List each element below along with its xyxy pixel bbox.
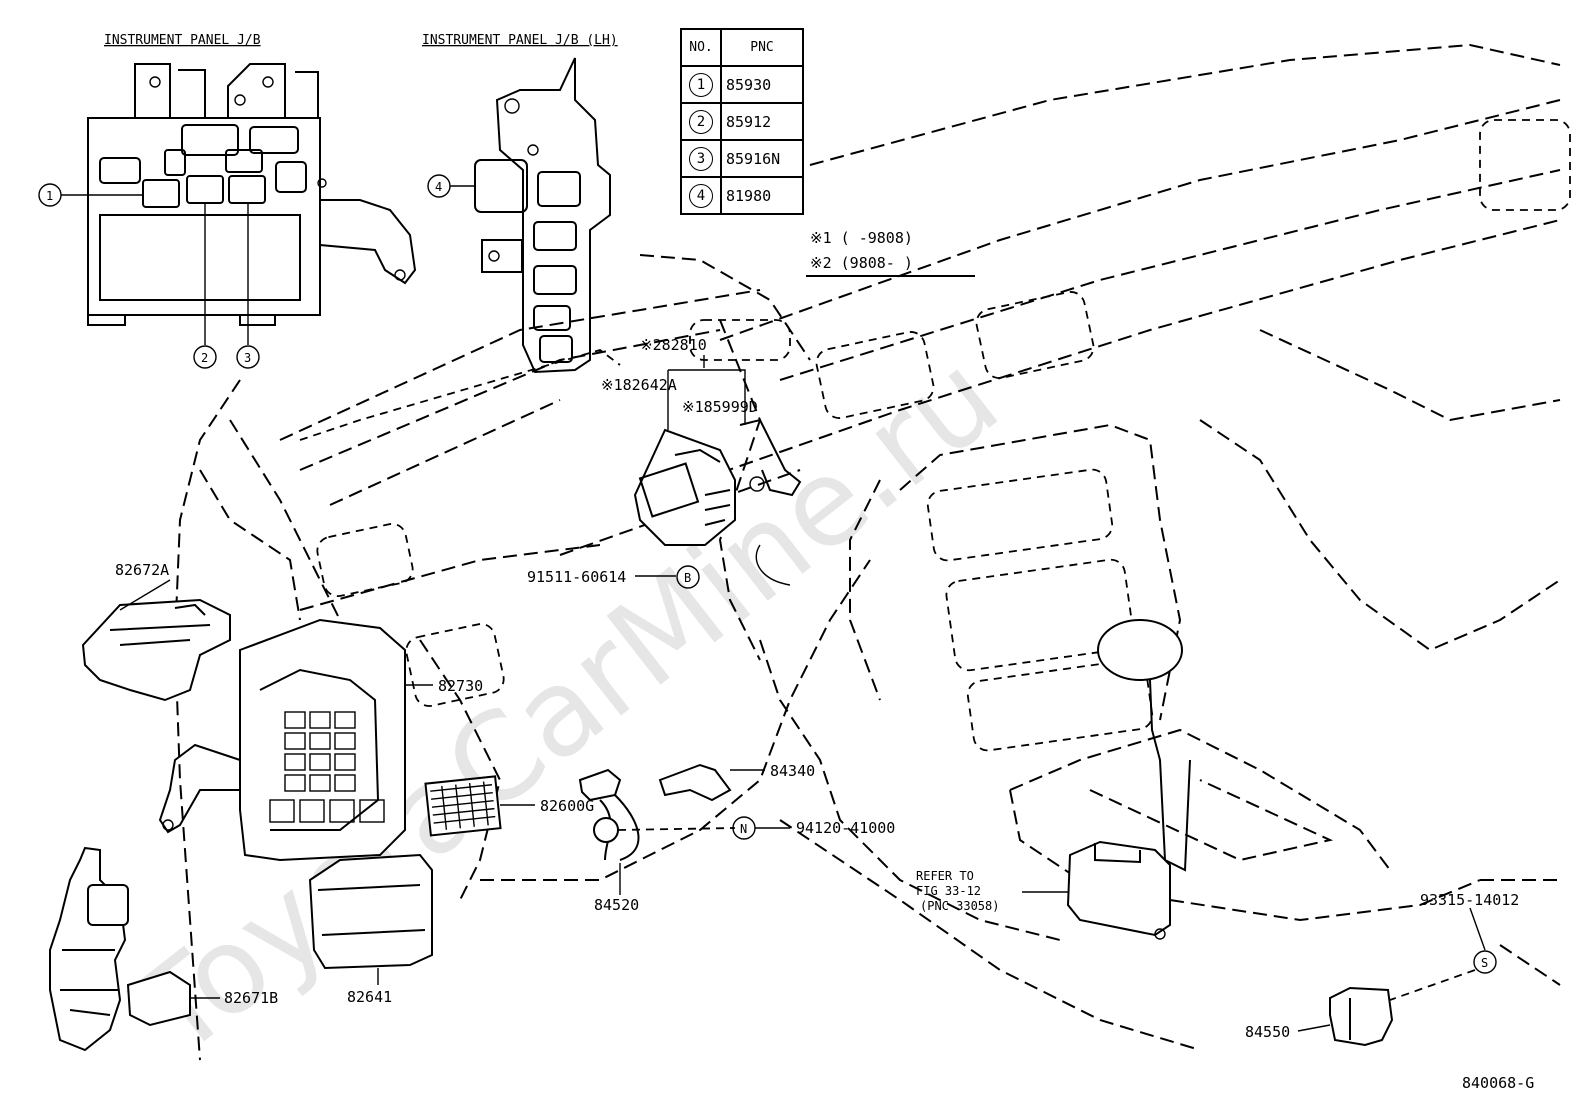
svg-text:S: S — [1481, 956, 1488, 970]
svg-text:4: 4 — [435, 180, 442, 194]
pnc-table: NO. PNC 1 85930 2 85912 3 85916N 4 81980 — [680, 28, 804, 215]
svg-text:N: N — [740, 822, 747, 836]
row-pnc: 85916N — [720, 139, 804, 178]
row-number: 2 — [689, 109, 713, 134]
row-number: 1 — [689, 72, 713, 97]
label-82672a: 82672A — [115, 561, 169, 579]
row-pnc: 85930 — [720, 65, 804, 104]
refer-line-3: (PNC 33058) — [920, 899, 999, 913]
svg-text:1: 1 — [46, 189, 53, 203]
label-84520: 84520 — [594, 896, 639, 914]
jb-illustration — [87, 63, 417, 326]
part-labels: ※282810 ※182642A ※185999D 91511-60614 82… — [115, 336, 1534, 1092]
note-1: ※1 ( -9808) — [810, 229, 913, 247]
label-82671b: 82671B — [224, 989, 278, 1007]
label-84340: 84340 — [770, 762, 815, 780]
jb-lh-illustration: 4 — [427, 57, 611, 374]
switch-parts — [578, 763, 1394, 1047]
header-pnc: PNC — [720, 28, 804, 67]
pnc-table-header: NO. PNC — [680, 28, 804, 67]
row-number: 4 — [689, 183, 713, 208]
refer-line-1: REFER TO — [916, 869, 974, 883]
note-2: ※2 (9808- ) — [810, 254, 913, 272]
label-94120-41000: 94120-41000 — [796, 819, 895, 837]
svg-text:2: 2 — [201, 351, 208, 365]
label-82641: 82641 — [347, 988, 392, 1006]
svg-text:3: 3 — [244, 351, 251, 365]
refer-line-2: FIG 33-12 — [916, 884, 981, 898]
leader-lines: B N S — [119, 565, 1497, 1032]
relay-assembly — [633, 355, 802, 586]
label-93315-14012: 93315-14012 — [1420, 891, 1519, 909]
label-91511-60614: 91511-60614 — [527, 568, 626, 586]
jb-callouts: 1 2 3 — [38, 183, 260, 369]
table-row: 4 81980 — [680, 176, 804, 215]
label-84550: 84550 — [1245, 1023, 1290, 1041]
label-185999d: ※185999D — [682, 398, 758, 416]
svg-text:B: B — [684, 571, 691, 585]
label-82600g: 82600G — [540, 797, 594, 815]
header-no: NO. — [680, 28, 722, 67]
row-number: 3 — [689, 146, 713, 171]
label-82730: 82730 — [438, 677, 483, 695]
jb-title: INSTRUMENT PANEL J/B — [104, 33, 261, 48]
table-row: 1 85930 — [680, 65, 804, 104]
figure-id: 840068-G — [1462, 1074, 1534, 1092]
row-pnc: 81980 — [720, 176, 804, 215]
row-pnc: 85912 — [720, 102, 804, 141]
label-182642a: ※182642A — [601, 376, 677, 394]
table-row: 2 85912 — [680, 102, 804, 141]
label-282810: ※282810 — [640, 336, 707, 354]
jb-lh-title: INSTRUMENT PANEL J/B (LH) — [422, 33, 618, 48]
shift-lever — [1097, 619, 1191, 872]
dashboard-outline — [173, 43, 1571, 1061]
table-row: 3 85916N — [680, 139, 804, 178]
junction-block — [49, 598, 502, 1052]
